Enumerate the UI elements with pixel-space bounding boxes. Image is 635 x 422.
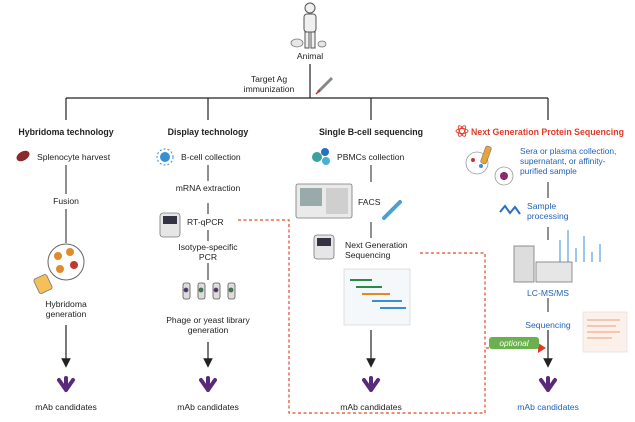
spleen-icon <box>16 150 30 162</box>
antibody-icon <box>57 376 75 392</box>
result-mab-candidates: mAb candidates <box>177 402 239 412</box>
atom-icon <box>455 125 469 137</box>
pbmc-icon <box>312 148 330 165</box>
step-phage-library: Phage or yeast library generation <box>166 315 250 335</box>
flask-icon <box>33 274 53 294</box>
animal-label: Animal <box>296 51 324 61</box>
protein-chain-icon <box>499 204 521 215</box>
column-title-single-b-cell: Single B-cell sequencing <box>318 127 424 137</box>
column-title-display: Display technology <box>167 127 249 137</box>
mass-spectrum-icon <box>559 230 601 262</box>
step-sample-collection: Sera or plasma collection, supernatant, … <box>520 146 617 176</box>
sequence-report-icon <box>582 311 628 353</box>
step-hybridoma-generation: Hybridoma generation <box>45 299 87 319</box>
facs-machine-icon <box>295 183 353 219</box>
antibody-icon <box>199 376 217 392</box>
b-cell-icon <box>156 148 174 166</box>
step-ngs: Next Generation Sequencing <box>345 240 408 260</box>
mouse-icon <box>290 38 327 48</box>
phage-library-icon <box>182 282 236 300</box>
antibody-icon <box>539 376 557 392</box>
optional-badge: optional <box>489 337 539 349</box>
step-sample-processing: Sample processing <box>527 201 569 221</box>
result-mab-candidates: mAb candidates <box>35 402 97 412</box>
hybridoma-cells-icon <box>47 243 85 281</box>
antibody-icon <box>362 376 380 392</box>
lc-ms-instrument-icon <box>513 245 573 283</box>
pipette-icon <box>382 200 402 220</box>
step-rt-qpcr: RT-qPCR <box>187 217 224 227</box>
column-title-hybridoma: Hybridoma technology <box>18 127 114 137</box>
step-lc-ms-ms: LC-MS/MS <box>526 288 570 298</box>
step-splenocyte-harvest: Splenocyte harvest <box>37 152 111 162</box>
step-pbmcs-collection: PBMCs collection <box>337 152 405 162</box>
step-fusion: Fusion <box>53 196 79 206</box>
result-mab-candidates: mAb candidates <box>340 402 402 412</box>
qpcr-machine-icon <box>159 212 181 238</box>
person-icon <box>303 2 317 49</box>
column-title-ngps: Next Generation Protein Sequencing <box>471 127 624 137</box>
immunization-label-line1: Target Ag <box>250 74 288 84</box>
step-b-cell-collection: B-cell collection <box>181 152 241 162</box>
sequencing-reads-icon <box>343 268 411 326</box>
step-mrna-extraction: mRNA extraction <box>175 183 241 193</box>
step-sequencing: Sequencing <box>525 320 571 330</box>
step-isotype-specific-pcr: Isotype-specific PCR <box>178 242 238 262</box>
result-mab-candidates: mAb candidates <box>517 402 579 412</box>
immunization-label-line2: immunization <box>243 84 295 94</box>
sample-tubes-icon <box>465 145 514 186</box>
sequencer-icon <box>313 234 335 260</box>
step-facs: FACS <box>358 197 381 207</box>
merge-arrow-icon <box>538 343 546 353</box>
syringe-icon <box>315 76 334 95</box>
